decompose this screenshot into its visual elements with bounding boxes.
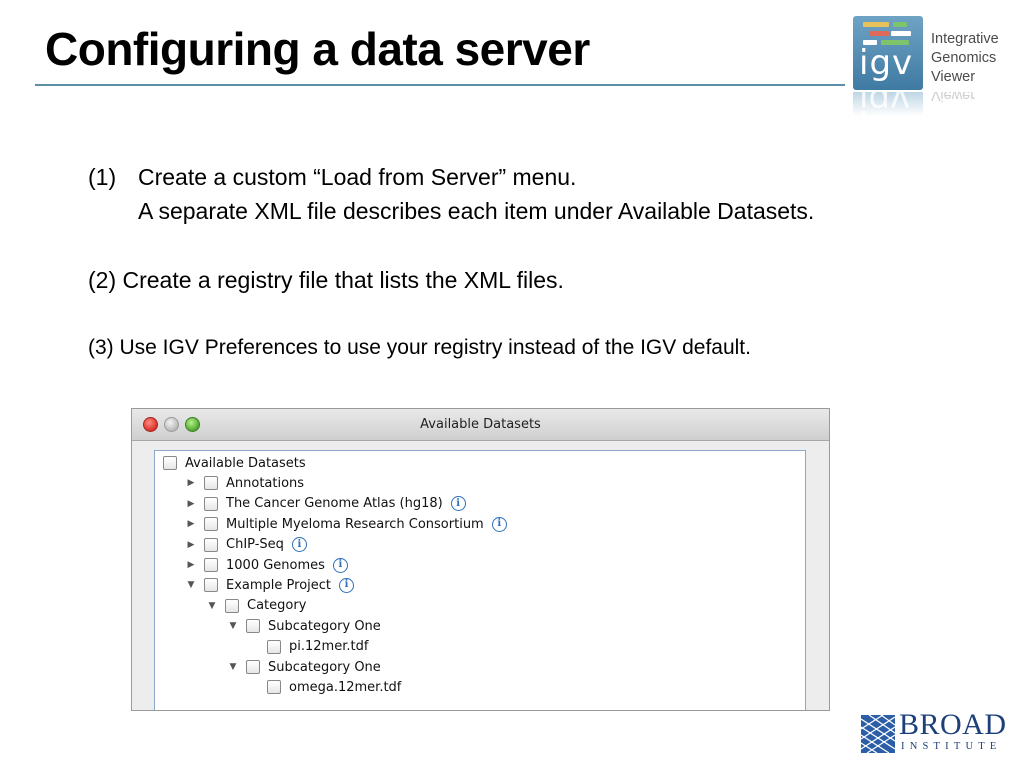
dataset-checkbox[interactable]	[204, 496, 218, 511]
triangle-down-icon[interactable]: ▼	[229, 621, 237, 632]
dataset-checkbox[interactable]	[267, 680, 281, 695]
broad-wordmark: BROAD	[899, 708, 1007, 741]
triangle-down-icon[interactable]: ▼	[187, 580, 195, 591]
step-1-line-1: Create a custom “Load from Server” menu.	[138, 164, 577, 190]
dataset-label: Category	[247, 598, 307, 614]
step-3: (3) Use IGV Preferences to use your regi…	[88, 336, 751, 359]
triangle-right-icon[interactable]: ▶	[187, 560, 195, 570]
info-icon[interactable]: i	[339, 577, 355, 593]
dataset-checkbox[interactable]	[204, 476, 218, 491]
dataset-label: Subcategory One	[268, 618, 381, 634]
dataset-checkbox[interactable]	[163, 456, 177, 470]
tree-row[interactable]: ▶ Multiple Myeloma Research Consortium i	[184, 514, 507, 534]
triangle-right-icon[interactable]: ▶	[187, 519, 195, 530]
tree-row[interactable]: omega.12mer.tdf	[247, 677, 401, 697]
dataset-label: Available Datasets	[185, 455, 306, 471]
triangle-right-icon[interactable]: ▶	[187, 539, 195, 550]
dataset-label: Example Project	[226, 577, 332, 593]
triangle-down-icon[interactable]: ▼	[208, 600, 216, 611]
info-icon[interactable]: i	[332, 557, 348, 573]
step-1-line-2: A separate XML file describes each item …	[138, 198, 815, 224]
dataset-checkbox[interactable]	[204, 578, 218, 593]
dataset-checkbox[interactable]	[267, 639, 281, 654]
tree-row[interactable]: Available Datasets	[163, 453, 306, 473]
step-2: (2) Create a registry file that lists th…	[88, 267, 564, 293]
igv-logo-word: Viewer	[931, 69, 976, 85]
igv-logo-word: Integrative	[931, 31, 999, 47]
title-divider	[35, 84, 845, 86]
info-icon[interactable]: i	[450, 496, 466, 512]
dataset-label: Subcategory One	[268, 659, 381, 675]
tree-row[interactable]: pi.12mer.tdf	[247, 637, 368, 657]
available-datasets-window: Available Datasets Available Datasets ▶ An…	[131, 408, 830, 711]
igv-logo-word: Genomics	[931, 50, 997, 66]
dataset-checkbox[interactable]	[204, 517, 218, 532]
broad-institute-logo: BROAD INSTITUTE	[861, 708, 1011, 757]
igv-logo-words: Integrative Genomics Viewer	[931, 30, 999, 87]
triangle-right-icon[interactable]: ▶	[187, 498, 195, 509]
igv-logo: igv igv Integrative Genomics Viewer View…	[853, 14, 1023, 116]
minimize-window-button[interactable]	[164, 417, 179, 432]
dataset-label: ChIP-Seq	[226, 537, 284, 553]
igv-logo-word-reflection: Viewer	[931, 92, 976, 102]
igv-logo-letters: igv	[859, 43, 914, 83]
window-title: Available Datasets	[420, 417, 541, 432]
dataset-tree: Available Datasets ▶ Annotations ▶ The Cance…	[154, 450, 806, 710]
dataset-checkbox[interactable]	[246, 619, 260, 634]
tree-row[interactable]: ▼ Subcategory One	[226, 616, 381, 636]
close-window-button[interactable]	[143, 417, 158, 432]
info-icon[interactable]: i	[291, 537, 307, 553]
igv-logo-reflection-letters: igv	[859, 92, 911, 116]
tree-row[interactable]: ▶ 1000 Genomes i	[184, 555, 348, 575]
igv-logo-bars-icon	[861, 22, 917, 48]
window-titlebar[interactable]: Available Datasets	[132, 409, 829, 441]
tree-row[interactable]: ▼ Subcategory One	[226, 657, 381, 677]
triangle-down-icon[interactable]: ▼	[229, 662, 237, 672]
dataset-checkbox[interactable]	[246, 660, 260, 674]
broad-subtitle: INSTITUTE	[901, 741, 1002, 752]
tree-row[interactable]: ▶ Annotations	[184, 473, 305, 493]
zoom-window-button[interactable]	[185, 417, 200, 432]
step-1-number: (1)	[88, 164, 117, 190]
dataset-checkbox[interactable]	[204, 537, 218, 552]
triangle-right-icon[interactable]: ▶	[187, 478, 195, 489]
dataset-label: omega.12mer.tdf	[289, 679, 402, 695]
tree-row[interactable]: ▼ Category	[205, 596, 307, 616]
tree-row[interactable]: ▼ Example Project i	[184, 575, 355, 595]
dataset-label: Multiple Myeloma Research Consortium	[226, 516, 484, 532]
igv-logo-reflection: igv	[853, 92, 923, 116]
tree-row[interactable]: ▶ The Cancer Genome Atlas (hg18) i	[184, 494, 466, 514]
tree-row[interactable]: ▶ ChIP-Seq i	[184, 535, 307, 555]
dataset-checkbox[interactable]	[225, 598, 239, 613]
dataset-label: Annotations	[226, 475, 305, 491]
dataset-label: The Cancer Genome Atlas (hg18)	[226, 496, 443, 512]
dataset-label: pi.12mer.tdf	[289, 639, 369, 655]
broad-mark-icon	[861, 715, 895, 753]
slide-title: Configuring a data server	[45, 23, 590, 75]
igv-logo-box: igv	[853, 16, 923, 90]
dataset-label: 1000 Genomes	[226, 557, 325, 573]
dataset-checkbox[interactable]	[204, 558, 218, 572]
info-icon[interactable]: i	[491, 516, 507, 532]
